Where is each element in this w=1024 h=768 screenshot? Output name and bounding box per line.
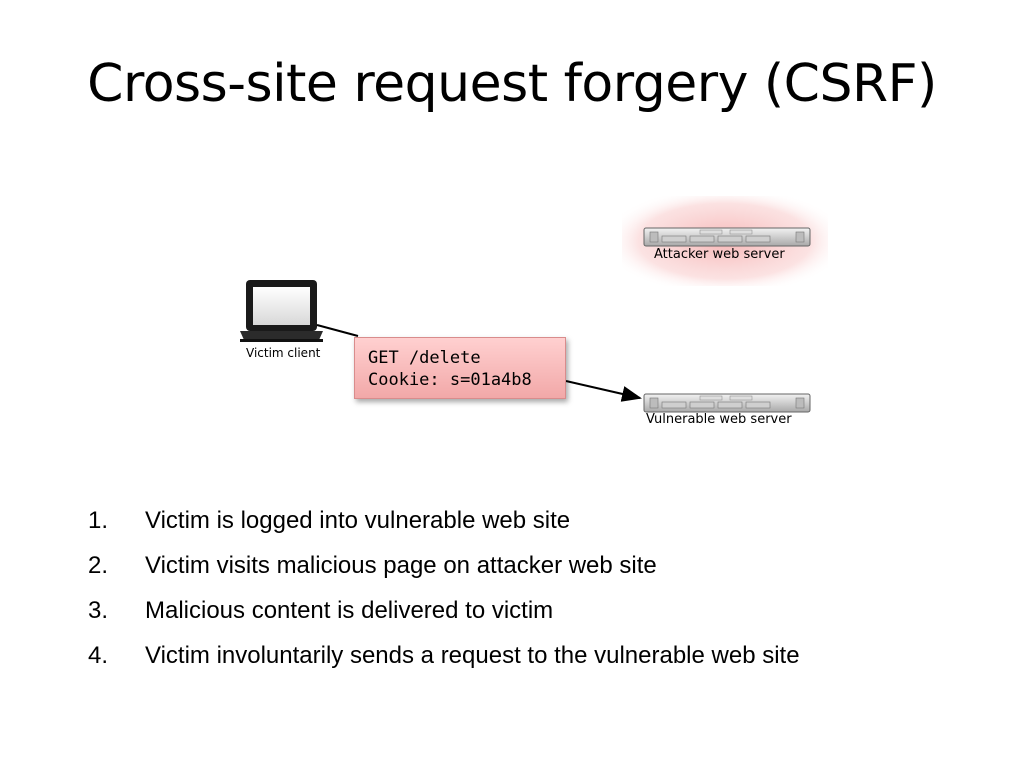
list-item: 3. Malicious content is delivered to vict… (88, 590, 800, 635)
step-text: Victim is logged into vulnerable web sit… (145, 507, 571, 534)
request-line: GET /delete (368, 348, 481, 368)
step-text: Malicious content is delivered to victim (145, 597, 554, 624)
vulnerable-server-icon (643, 393, 811, 413)
step-number: 1. (88, 507, 109, 534)
step-number: 4. (88, 642, 109, 669)
request-arrow (565, 380, 642, 402)
victim-laptop-icon (240, 280, 323, 342)
step-text: Victim involuntarily sends a request to … (145, 642, 800, 669)
list-item: 1. Victim is logged into vulnerable web s… (88, 500, 800, 545)
step-text: Victim visits malicious page on attacker… (145, 552, 657, 579)
vulnerable-server-label: Vulnerable web server (646, 412, 792, 427)
attacker-server-label: Attacker web server (654, 247, 785, 262)
attacker-server-icon (643, 227, 811, 247)
step-number: 3. (88, 597, 109, 624)
step-number: 2. (88, 552, 109, 579)
steps-list: 1. Victim is logged into vulnerable web s… (88, 500, 800, 680)
request-callout: GET /delete Cookie: s=01a4b8 (354, 337, 566, 399)
list-item: 4. Victim involuntarily sends a request t… (88, 635, 800, 680)
victim-client-label: Victim client (246, 346, 321, 360)
request-line-victim (316, 324, 359, 337)
slide-title: Cross-site request forgery (CSRF) (87, 54, 937, 114)
request-cookie: Cookie: s=01a4b8 (368, 370, 532, 390)
list-item: 2. Victim visits malicious page on attack… (88, 545, 800, 590)
